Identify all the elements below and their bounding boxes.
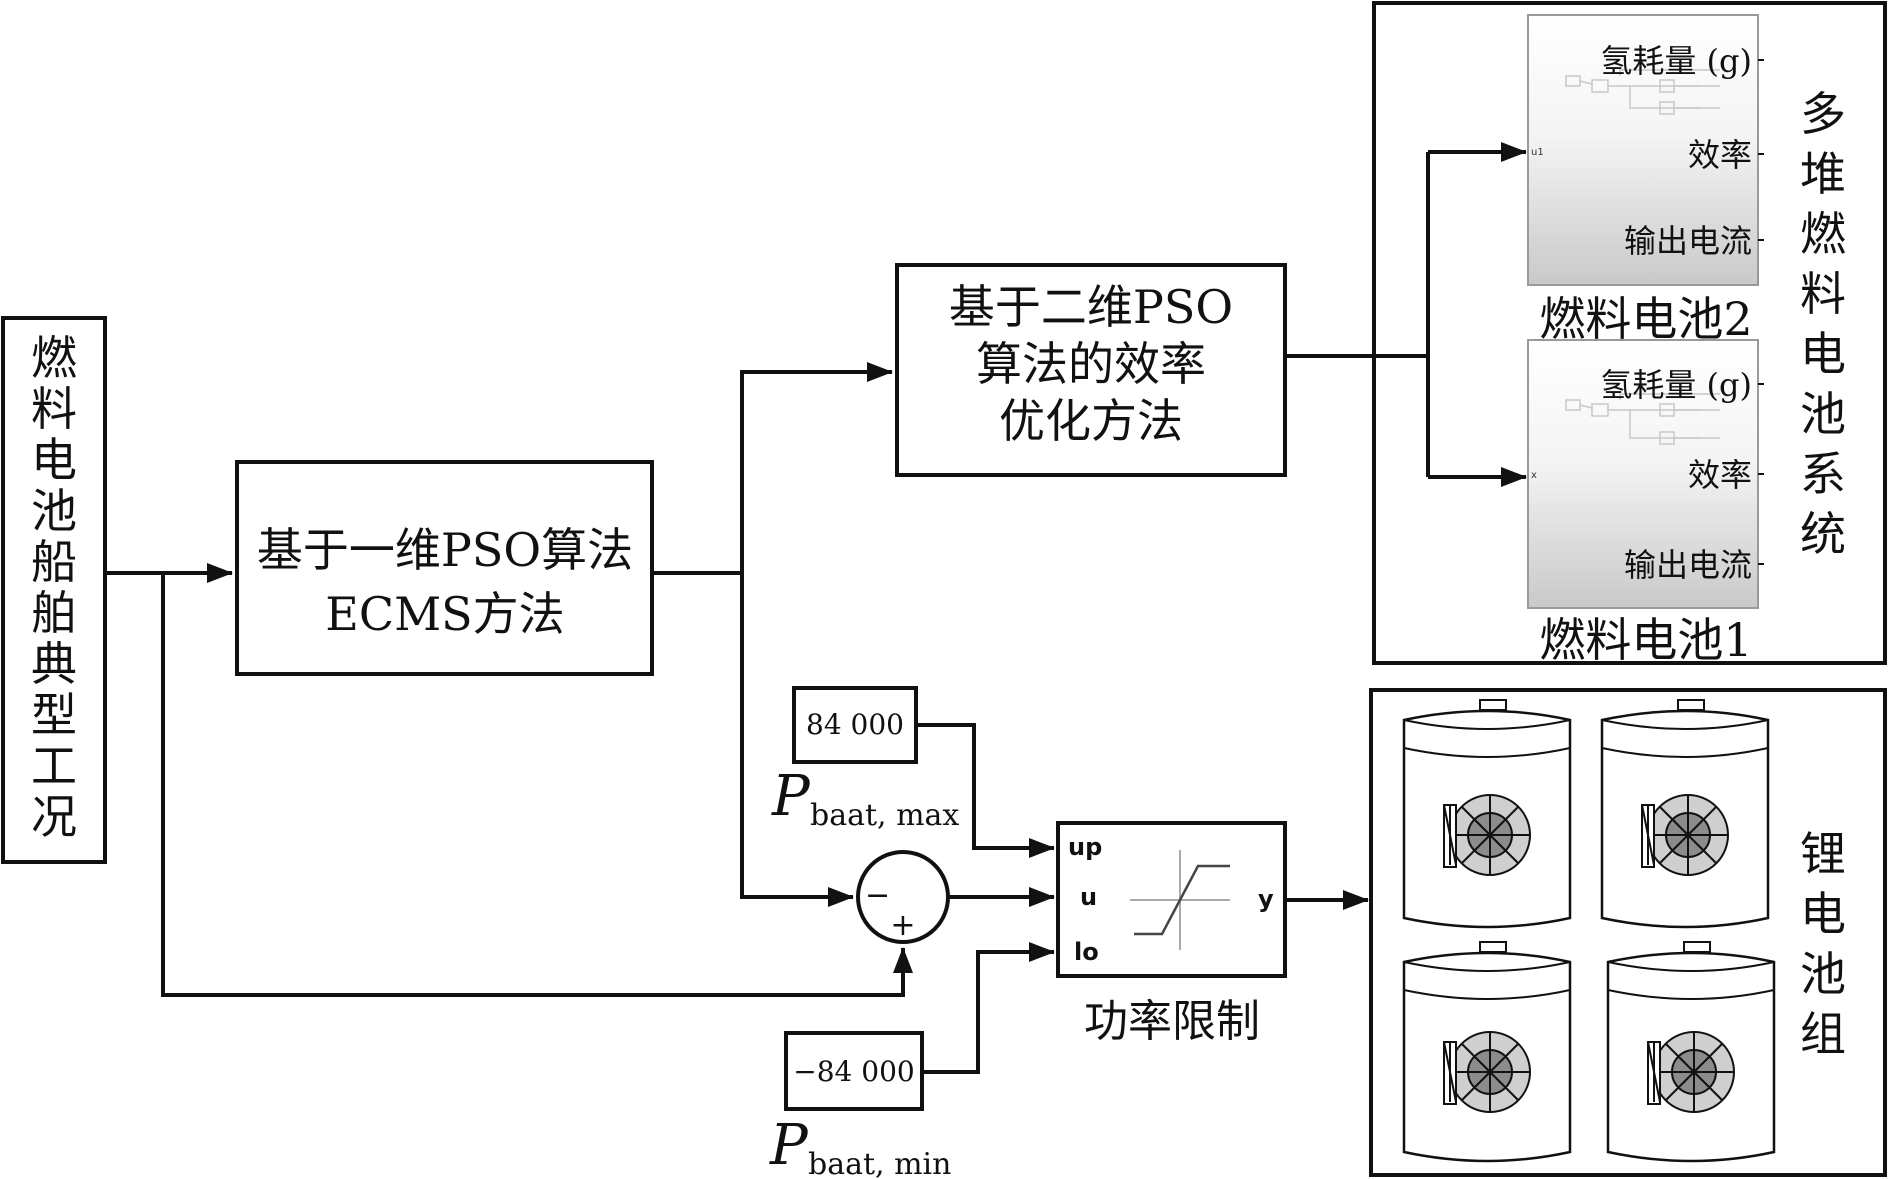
ecms-line1: 基于一维PSO算法 xyxy=(257,523,633,577)
battery-cell-icon xyxy=(1606,941,1776,1163)
const-min-symbol: P xyxy=(769,1113,809,1178)
fc1-port-current: 输出电流 xyxy=(1624,546,1752,584)
battery-cell-icon xyxy=(1402,699,1572,929)
input-char: 池 xyxy=(31,484,77,538)
wire-input-sum xyxy=(161,573,913,997)
wire-ecms-sum xyxy=(740,573,854,907)
battery-char: 电 xyxy=(1800,887,1846,941)
const-min-label: P baat, min xyxy=(769,1113,951,1179)
sum-block[interactable]: − + xyxy=(856,850,950,944)
input-block[interactable]: 燃 料 电 池 船 舶 典 型 工 况 xyxy=(1,316,107,864)
fc-system-char: 燃 xyxy=(1800,207,1846,261)
saturation-label: 功率限制 xyxy=(1084,996,1260,1047)
fc2-port-eff: 效率 xyxy=(1688,136,1752,174)
input-char: 舶 xyxy=(31,586,77,640)
input-char: 工 xyxy=(31,739,77,793)
fc1-in-port: x xyxy=(1531,470,1537,481)
battery-char: 锂 xyxy=(1800,827,1846,881)
port-lo: lo xyxy=(1074,938,1099,966)
const-min-value: −84 000 xyxy=(793,1055,914,1088)
port-up: up xyxy=(1068,833,1102,861)
const-max-label: P baat, max xyxy=(771,764,959,833)
pso2-line3: 优化方法 xyxy=(999,394,1183,448)
pso2-block[interactable]: 基于二维PSO 算法的效率 优化方法 xyxy=(895,263,1287,477)
fuel-cell-2-block[interactable]: u1 氢耗量 (g) 效率 输出电流 xyxy=(1527,14,1764,286)
saturation-block[interactable]: up u lo y xyxy=(1056,821,1287,978)
input-char: 燃 xyxy=(31,331,77,385)
wire-max-up xyxy=(916,723,1055,858)
fc1-port-eff: 效率 xyxy=(1688,456,1752,494)
fc2-port-current: 输出电流 xyxy=(1624,222,1752,260)
signal-wires xyxy=(105,142,1527,1074)
fc-internal-sketch-icon xyxy=(1565,69,1720,115)
const-max-value: 84 000 xyxy=(806,708,904,741)
port-y: y xyxy=(1258,885,1274,913)
port-u: u xyxy=(1080,883,1097,911)
fc2-port-h2: 氢耗量 (g) xyxy=(1600,42,1752,80)
fc-internal-sketch-icon xyxy=(1565,393,1720,445)
wire-min-lo xyxy=(922,942,1055,1074)
fuel-cell-1-label: 燃料电池1 xyxy=(1539,613,1752,667)
const-max-subscript: baat, max xyxy=(810,798,959,833)
fc1-port-h2: 氢耗量 (g) xyxy=(1600,366,1752,404)
fc-system-char: 统 xyxy=(1800,507,1846,561)
fc-system-char: 池 xyxy=(1800,387,1846,441)
pso2-line1: 基于二维PSO xyxy=(949,280,1233,334)
fc-system-char: 系 xyxy=(1800,447,1846,501)
fuel-cell-1-block[interactable]: x 氢耗量 (g) 效率 输出电流 xyxy=(1527,339,1764,609)
input-char: 况 xyxy=(31,790,77,844)
sum-plus-sign: + xyxy=(890,908,915,943)
fuel-cell-2-label: 燃料电池2 xyxy=(1539,292,1752,346)
fc-system-char: 多 xyxy=(1800,87,1846,141)
battery-char: 组 xyxy=(1800,1007,1846,1061)
input-char: 船 xyxy=(31,535,77,589)
battery-cell-icon xyxy=(1402,941,1572,1163)
sum-minus-sign: − xyxy=(865,878,890,913)
ecms-block[interactable]: 基于一维PSO算法 ECMS方法 xyxy=(235,460,654,676)
fc-system-char: 料 xyxy=(1800,267,1846,321)
input-char: 典 xyxy=(31,637,77,691)
const-max-block[interactable]: 84 000 xyxy=(792,686,918,764)
wire-ecms-pso2 xyxy=(740,362,893,573)
const-min-subscript: baat, min xyxy=(808,1147,951,1179)
const-min-block[interactable]: −84 000 xyxy=(784,1031,924,1111)
ecms-line2: ECMS方法 xyxy=(325,587,564,641)
input-char: 型 xyxy=(31,688,77,742)
const-max-symbol: P xyxy=(771,764,811,829)
fc-system-char: 电 xyxy=(1800,327,1846,381)
fc-system-char: 堆 xyxy=(1800,147,1846,201)
pso2-line2: 算法的效率 xyxy=(976,337,1206,391)
fc2-in-port: u1 xyxy=(1531,147,1544,158)
battery-cell-icon xyxy=(1600,699,1770,929)
input-char: 电 xyxy=(31,433,77,487)
saturation-curve-icon xyxy=(1130,850,1230,950)
battery-char: 池 xyxy=(1800,947,1846,1001)
input-char: 料 xyxy=(31,382,77,436)
